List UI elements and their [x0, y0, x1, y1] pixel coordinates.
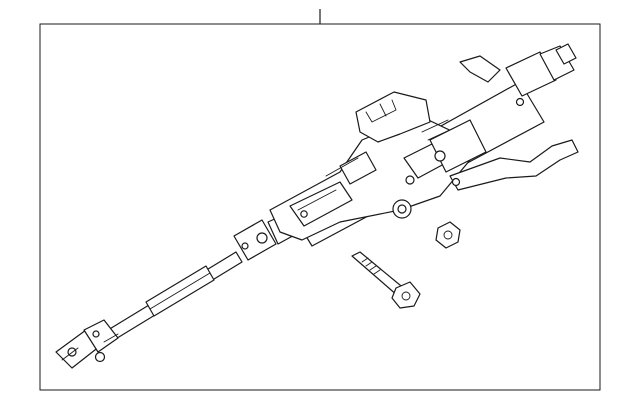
bolt-icon	[351, 251, 421, 309]
steering-column-assembly	[269, 43, 577, 247]
nut-icon	[435, 221, 461, 249]
universal-joint	[55, 319, 119, 369]
tilt-lever	[449, 139, 579, 191]
intermediate-shaft	[107, 251, 243, 341]
